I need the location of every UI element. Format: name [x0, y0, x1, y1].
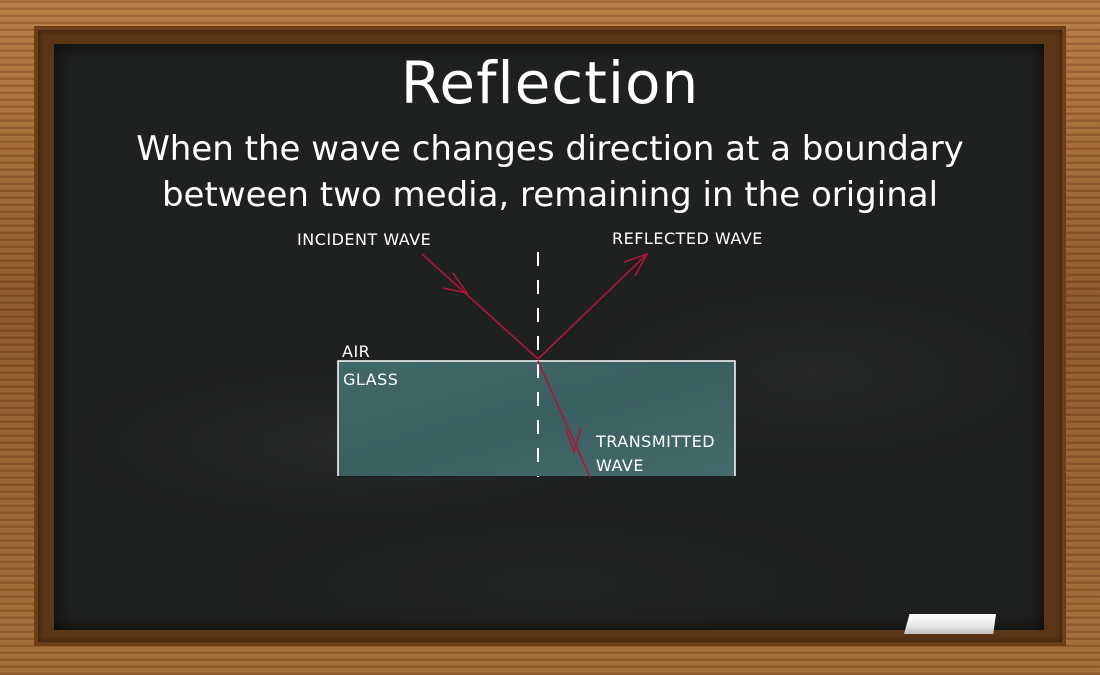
- transmitted-label-line-1: TRANSMITTED: [595, 432, 715, 451]
- incident-wave-label: INCIDENT WAVE: [297, 230, 431, 249]
- incident-arrowhead: [442, 272, 469, 295]
- chalk-piece: [904, 614, 996, 634]
- definition-text: When the wave changes direction at a bou…: [0, 126, 1100, 218]
- reflected-ray: [537, 253, 648, 360]
- definition-line-1: When the wave changes direction at a bou…: [136, 129, 964, 169]
- transmitted-arrowhead: [565, 427, 582, 455]
- chalkboard: [54, 44, 1044, 630]
- transmitted-ray: [537, 360, 591, 478]
- transmitted-label-line-2: WAVE: [596, 456, 644, 475]
- definition-line-2: between two media, remaining in the orig…: [161, 175, 939, 215]
- glass-block: [337, 360, 736, 478]
- glass-label: GLASS: [343, 370, 398, 389]
- reflected-wave-label: REFLECTED WAVE: [612, 229, 763, 248]
- reflected-arrowhead: [623, 252, 649, 277]
- incident-ray: [421, 253, 539, 360]
- air-label: AIR: [342, 342, 370, 361]
- page-title: Reflection: [400, 49, 700, 117]
